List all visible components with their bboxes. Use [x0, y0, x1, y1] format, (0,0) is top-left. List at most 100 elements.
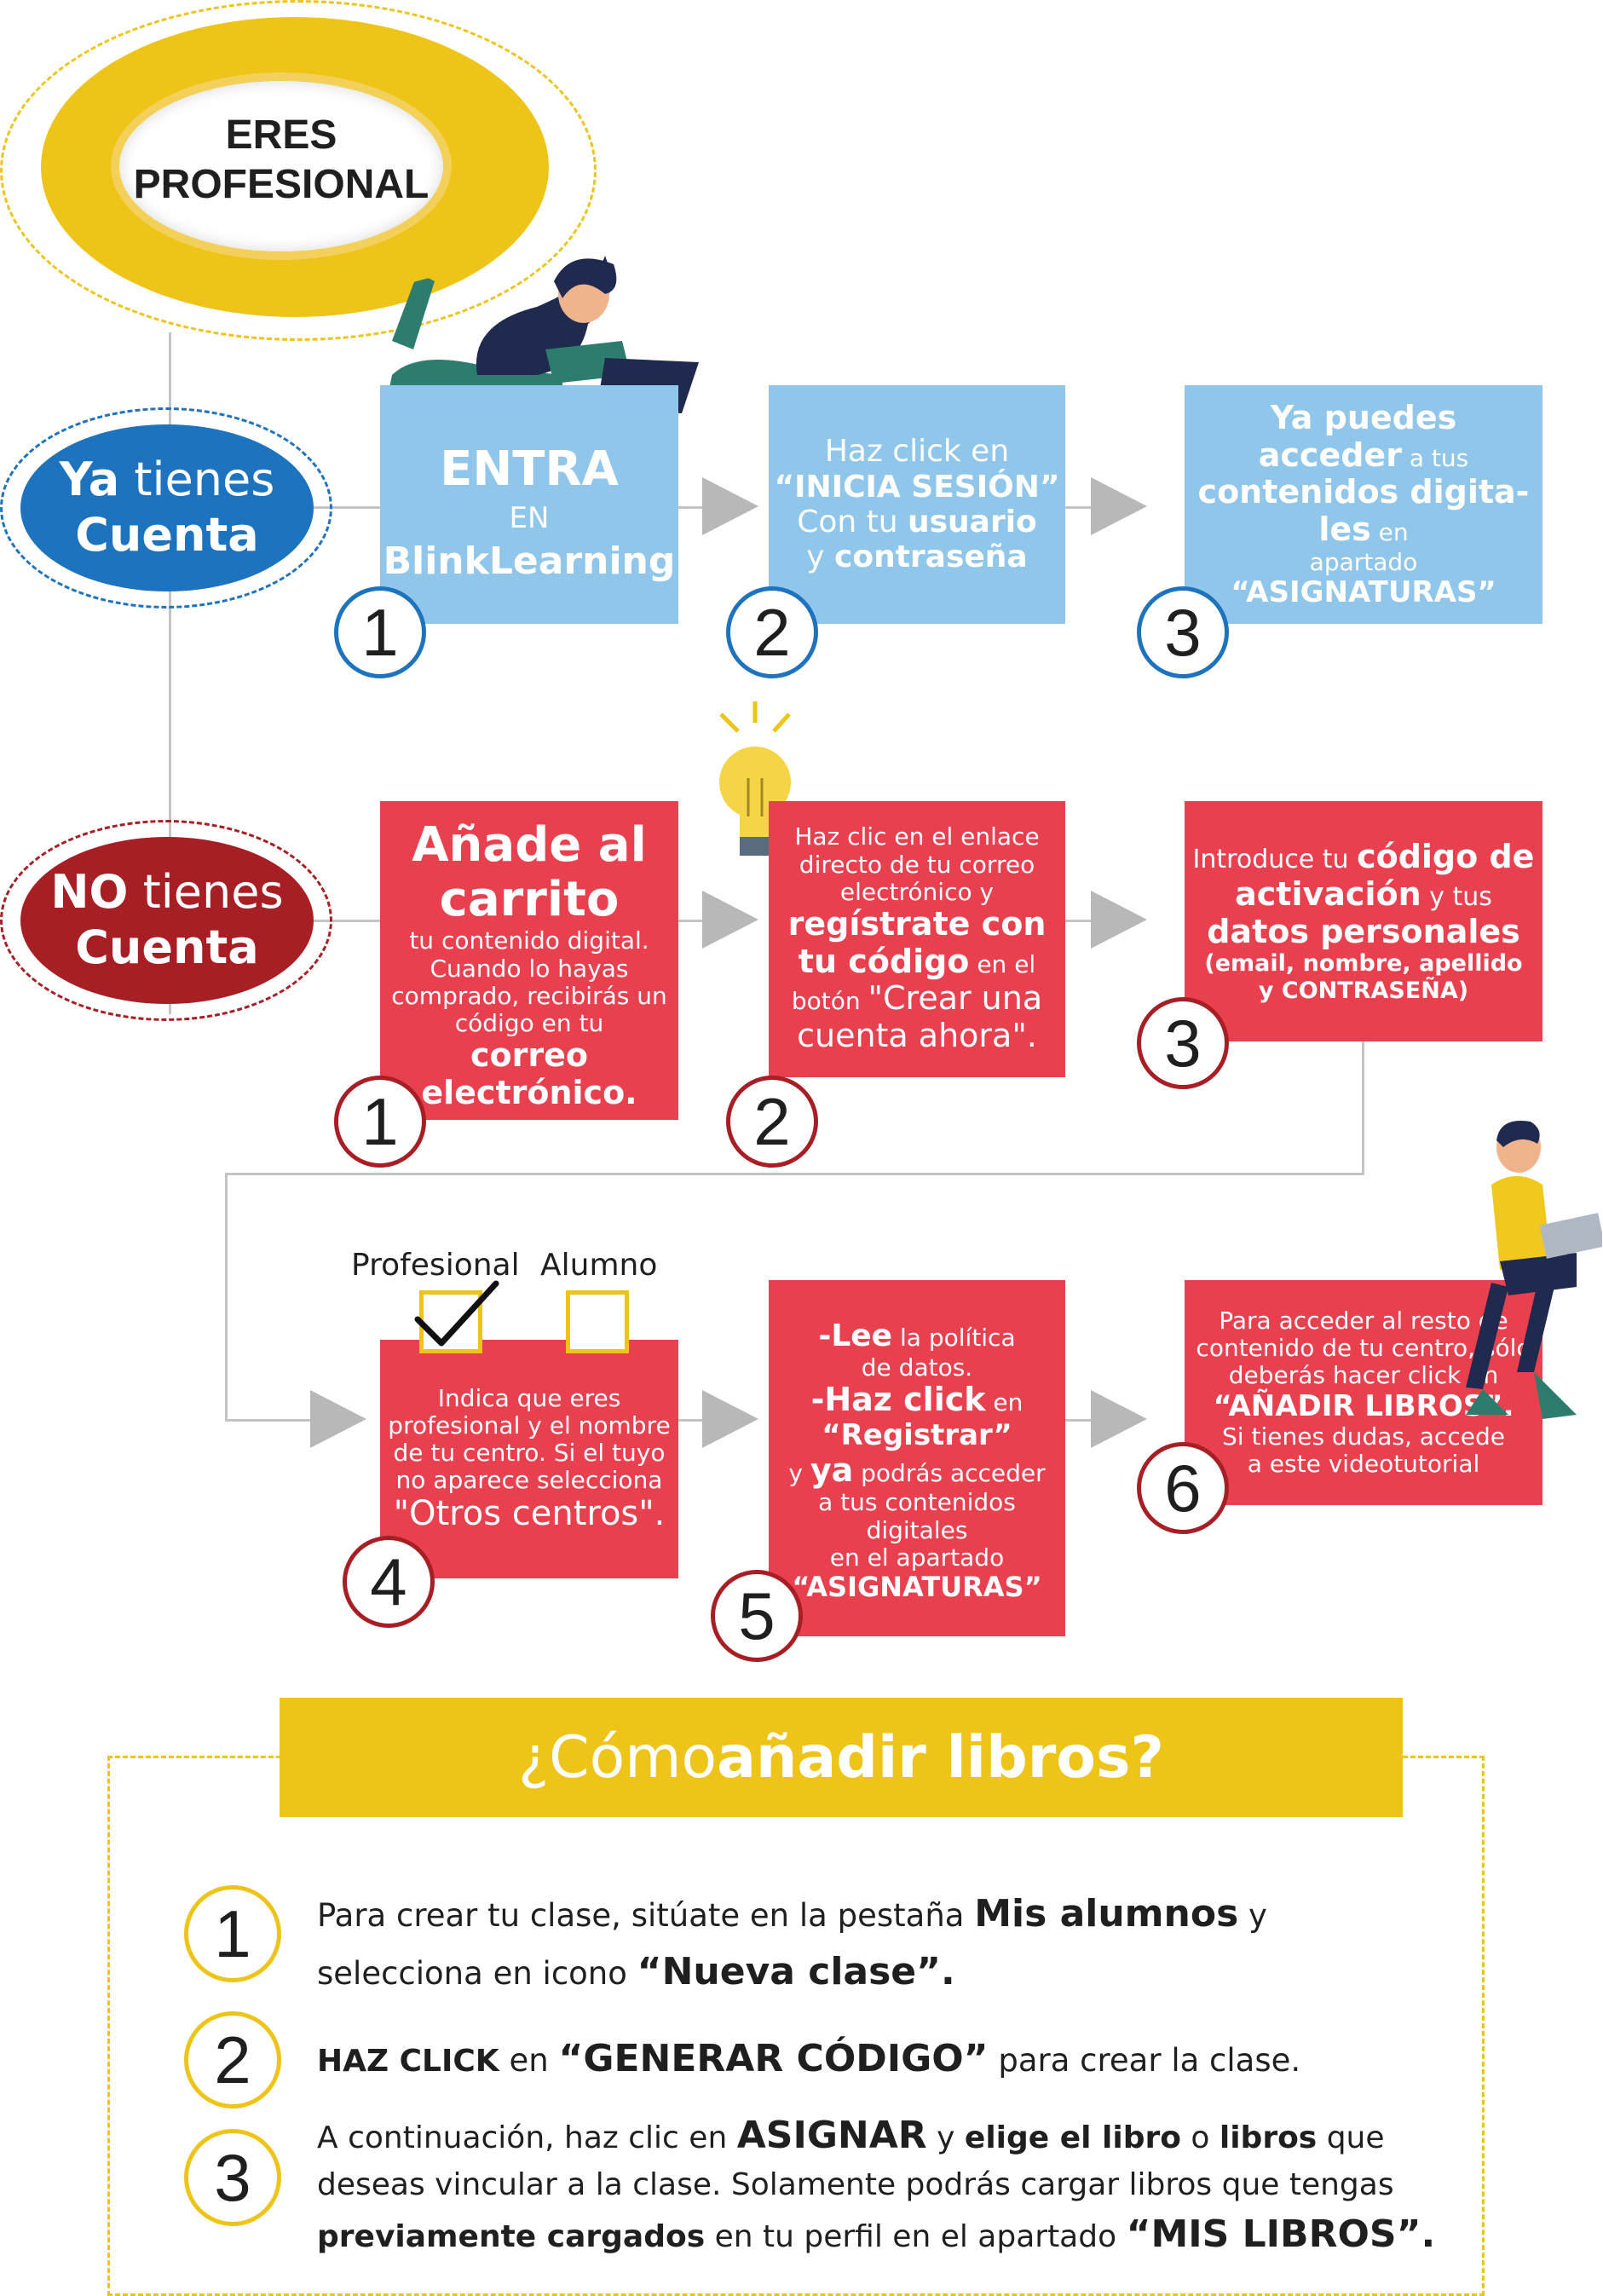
- no-s4-l5: "Otros centros".: [393, 1494, 666, 1534]
- yes-s2-l3b: usuario: [907, 505, 1037, 539]
- no-s2-l6b: "Crear una: [868, 979, 1043, 1018]
- yes-s2-l4b: contraseña: [834, 539, 1028, 575]
- howto-s3-a: A continuación, haz clic en: [317, 2120, 737, 2155]
- badge-line-1: ERES: [225, 112, 337, 158]
- yes-step-1-number: 1: [334, 586, 426, 678]
- option-profesional-label: Profesional: [351, 1248, 520, 1283]
- no-s2-l4: regístrate con: [787, 904, 1047, 943]
- no-arrow-1: [702, 891, 758, 949]
- no-step-3-box: Introduce tu código de activación y tus …: [1185, 801, 1542, 1041]
- howto-s2-a: HAZ CLICK: [317, 2044, 499, 2079]
- no-s5-l1a: -Lee: [818, 1318, 893, 1354]
- yes-step-2-number: 2: [726, 586, 818, 678]
- howto-step-1-line-2: selecciona en icono “Nueva clase”.: [317, 1943, 1425, 2001]
- yes-oval-rest: tienes: [119, 453, 275, 507]
- howto-step-2-text: HAZ CLICK en “GENERAR CÓDIGO” para crear…: [317, 2030, 1425, 2088]
- no-s3-l3: datos personales: [1207, 912, 1520, 950]
- yes-s2-l2: “INICIA SESIÓN”: [774, 469, 1060, 505]
- no-s2-l1: Haz clic en el enlace: [794, 822, 1040, 851]
- yes-s2-l1: Haz click en: [824, 434, 1010, 470]
- no-s5-l7: digitales: [866, 1515, 968, 1544]
- howto-s1-c: y: [1238, 1897, 1267, 1934]
- howto-step-1-text: Para crear tu clase, sitúate en la pesta…: [317, 1885, 1425, 2001]
- howto-s3-g: que: [1317, 2120, 1385, 2155]
- no-s5-l3b: en: [985, 1387, 1023, 1416]
- no-s5-l5: y ya podrás acceder: [788, 1451, 1045, 1490]
- no-s3-l4: (email, nombre, apellido: [1204, 950, 1523, 978]
- return-line-left: [225, 1173, 228, 1420]
- no-s4-l2: profesional y el nombre: [388, 1410, 671, 1439]
- man-with-laptop-illustration: [1466, 1120, 1602, 1419]
- header-badge-halo: [0, 0, 597, 341]
- yes-s3-l1: Ya puedes: [1270, 398, 1457, 436]
- yes-s3-l4: les en: [1318, 511, 1408, 549]
- yes-s3-l2a: acceder: [1258, 436, 1402, 474]
- return-line-into-4: [225, 1419, 310, 1422]
- yes-s3-l6: “ASIGNATURAS”: [1231, 574, 1496, 609]
- no-s2-l3: electrónico y: [839, 877, 995, 906]
- no-s1-l3: tu contenido digital.: [409, 926, 649, 955]
- no-step-4-number: 4: [343, 1536, 435, 1628]
- howto-s1-b: Mis alumnos: [974, 1892, 1239, 1935]
- no-s5-l4: “Registrar”: [822, 1417, 1012, 1452]
- howto-s1-d: selecciona en icono: [317, 1955, 637, 1993]
- alumno-checkbox[interactable]: [566, 1290, 629, 1353]
- header-badge-text: ERES PROFESIONAL: [111, 111, 452, 209]
- no-s6-l5: Si tienes dudas, accede: [1222, 1422, 1505, 1451]
- howto-step-3-line-3: previamente cargados en tu perfil en el …: [317, 2207, 1476, 2262]
- no-s2-l6a: botón: [791, 987, 868, 1016]
- no-step-1-box: Añade al carrito tu contenido digital. C…: [380, 801, 678, 1120]
- howto-s2-b: en: [499, 2042, 559, 2079]
- yes-step-3-box: Ya puedes acceder a tus contenidos digit…: [1185, 385, 1542, 624]
- no-s1-l5: comprado, recibirás un: [391, 981, 667, 1010]
- no-s6-l6: a este videotutorial: [1247, 1449, 1480, 1478]
- no-s5-l6: a tus contenidos: [818, 1488, 1016, 1517]
- yes-s2-l3: Con tu usuario: [797, 505, 1037, 539]
- howto-title-part-1: ¿Cómo: [518, 1723, 718, 1791]
- no-oval-halo: [0, 820, 332, 1021]
- header-badge-inner: [111, 72, 452, 260]
- howto-step-3-line-1: A continuación, haz clic en ASIGNAR y el…: [317, 2109, 1476, 2163]
- no-s5-l5a: y: [788, 1458, 810, 1487]
- yes-s3-l3: contenidos digita-: [1197, 473, 1530, 511]
- yes-step-1-box: ENTRA EN BlinkLearning: [380, 385, 678, 624]
- yes-step-3-number: 3: [1137, 586, 1229, 678]
- no-arrow-3: [702, 1390, 758, 1448]
- no-arrow-into-4: [310, 1390, 366, 1448]
- yes-arrow-2: [1091, 477, 1147, 535]
- connector-yes: [298, 506, 383, 509]
- no-step-4-box: Indica que eres profesional y el nombre …: [380, 1340, 678, 1578]
- yes-oval-halo: [0, 407, 332, 609]
- connector-no: [298, 920, 383, 922]
- yes-s1-l3: BlinkLearning: [383, 539, 676, 584]
- no-s6-l3: deberás hacer click en: [1228, 1361, 1499, 1390]
- tree-line-vertical: [169, 332, 171, 1014]
- lightbulb-icon: [719, 701, 791, 856]
- howto-s3-k: “MIS LIBROS”.: [1126, 2212, 1436, 2256]
- howto-title-part-2: añadir libros?: [717, 1723, 1164, 1791]
- no-s1-l8: electrónico.: [421, 1073, 637, 1111]
- howto-s3-f: libros: [1219, 2120, 1318, 2155]
- no-s5-l3a: -Haz click: [810, 1380, 986, 1418]
- no-s2-l5b: en el: [969, 949, 1036, 978]
- no-s6-l4: “AÑADIR LIBROS”.: [1213, 1388, 1514, 1423]
- no-s4-l1: Indica que eres: [437, 1383, 621, 1412]
- howto-s1-e: “Nueva clase”.: [637, 1950, 955, 1994]
- no-step-5-box: -Lee la política de datos. -Haz click en…: [769, 1280, 1065, 1636]
- yes-s2-l4: y contraseña: [806, 539, 1027, 574]
- yes-oval-line-1: Ya tienes: [20, 453, 314, 508]
- no-arrow-4: [1091, 1390, 1147, 1448]
- howto-title-banner: ¿Cómo añadir libros?: [280, 1698, 1403, 1817]
- no-s1-l7: correo: [470, 1036, 588, 1075]
- howto-s2-c: “GENERAR CÓDIGO”: [558, 2037, 989, 2080]
- yes-oval-bold: Ya: [59, 453, 120, 507]
- howto-s2-d: para crear la clase.: [988, 2042, 1301, 2079]
- no-s3-l1b: código de: [1357, 838, 1535, 876]
- no-s2-l5: tu código en el: [799, 943, 1035, 981]
- no-step-2-box: Haz clic en el enlace directo de tu corr…: [769, 801, 1065, 1077]
- howto-step-1-line-1: Para crear tu clase, sitúate en la pesta…: [317, 1885, 1425, 1943]
- howto-step-1-number: 1: [184, 1885, 281, 1982]
- no-account-oval: NO tienes Cuenta: [20, 837, 314, 1004]
- no-s5-l5b: ya: [810, 1451, 854, 1489]
- yes-oval-line-2: Cuenta: [75, 508, 259, 562]
